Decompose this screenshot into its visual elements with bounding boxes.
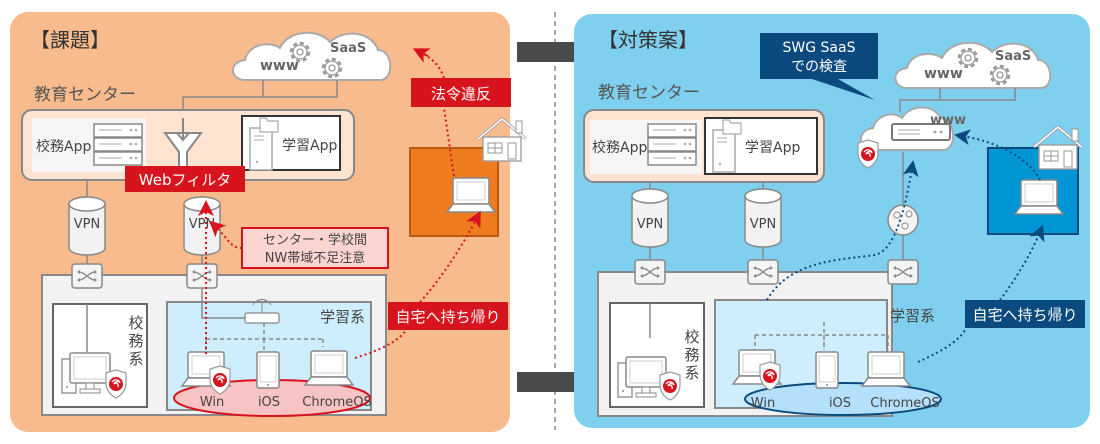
- legal-violation-badge: [411, 78, 511, 107]
- laptop-icon: [861, 351, 911, 387]
- admin-char: 務: [128, 332, 143, 350]
- right-devices-highlight: [744, 382, 942, 416]
- bandwidth-arrow: [209, 220, 243, 249]
- switch-icon: [71, 263, 103, 289]
- tablet-icon: [815, 351, 839, 389]
- swg-www-label: www: [930, 113, 966, 128]
- switch-icon: [747, 259, 779, 285]
- right-admin-app-label: 校務App: [592, 139, 647, 156]
- right-device-win: Win: [751, 396, 775, 411]
- admin-char: 校: [128, 314, 143, 332]
- left-device-win: Win: [200, 395, 224, 410]
- server-icon: [647, 123, 697, 166]
- admin-char: 系: [128, 350, 143, 368]
- switch-icon: [634, 259, 666, 285]
- right-admin-system-label: 校務系: [684, 328, 699, 382]
- left-admin-system-label: 校務系: [128, 314, 143, 368]
- swg-cloud-icon: [859, 106, 954, 151]
- learning-traffic-arrow: [766, 160, 919, 301]
- cloud-www-label: www: [260, 58, 299, 74]
- left-take-home-badge: [388, 302, 508, 330]
- home-to-swg-arrow: [954, 129, 1041, 181]
- internet-cloud-icon: [894, 41, 1052, 89]
- home-laptop-icon: [446, 177, 496, 213]
- right-device-ios: iOS: [829, 396, 851, 411]
- cloud-www-label: www: [924, 66, 963, 82]
- right-take-home-badge: [965, 300, 1085, 328]
- server-icon: [93, 123, 143, 166]
- switch-icon: [887, 259, 919, 285]
- left-learning-app-label: 学習App: [282, 138, 337, 154]
- bandwidth-note-box: [241, 227, 389, 269]
- admin-char: 務: [684, 346, 699, 364]
- switch-icon: [186, 263, 218, 289]
- bandwidth-note-line2: NW帯域不足注意: [265, 250, 366, 266]
- right-center-label: 教育センター: [598, 83, 700, 103]
- tablet-icon: [256, 351, 280, 389]
- transition-arrow-icon: [517, 32, 592, 72]
- swg-callout-line2: での検査: [791, 59, 847, 75]
- wifi-router-icon: [244, 298, 280, 324]
- cloud-saas-label: SaaS: [995, 49, 1031, 64]
- right-learning-system-label: 学習系: [890, 307, 935, 325]
- web-filter-badge: [125, 166, 245, 192]
- take-home-arrow: [917, 232, 1040, 363]
- right-vpn1-label: VPN: [637, 217, 663, 232]
- legal-violation-label: 法令違反: [431, 85, 491, 103]
- swg-callout: [760, 33, 878, 100]
- swg-callout-line1: SWG SaaS: [783, 40, 856, 56]
- left-device-ios: iOS: [258, 395, 280, 410]
- left-vpn2-label: VPN: [189, 217, 215, 232]
- left-admin-app-label: 校務App: [36, 138, 91, 155]
- problem-title: 【課題】: [30, 28, 110, 52]
- right-device-chromeos: ChromeOS: [870, 396, 939, 411]
- left-take-home-label: 自宅へ持ち帰り: [395, 308, 500, 326]
- left-device-chromeos: ChromeOS: [302, 395, 371, 410]
- web-filter-label: Webフィルタ: [139, 171, 231, 189]
- network-hub-icon: [887, 204, 919, 236]
- transition-arrow-icon: [517, 362, 592, 402]
- right-learning-app-label: 学習App: [745, 140, 800, 156]
- admin-char: 系: [684, 364, 699, 382]
- right-vpn2-label: VPN: [750, 217, 776, 232]
- bandwidth-note-line1: センター・学校間: [263, 232, 367, 248]
- left-center-label: 教育センター: [34, 85, 136, 105]
- laptop-icon: [304, 350, 354, 386]
- home-laptop-icon: [1014, 179, 1064, 215]
- solution-title: 【対策案】: [598, 28, 698, 52]
- internet-cloud-icon: [232, 31, 392, 81]
- legal-arrow: [419, 51, 455, 177]
- admin-char: 校: [684, 328, 699, 346]
- left-learning-system-label: 学習系: [320, 308, 365, 326]
- cloud-saas-label: SaaS: [330, 41, 366, 56]
- take-home-arrow: [354, 218, 477, 359]
- right-take-home-label: 自宅へ持ち帰り: [972, 306, 1077, 324]
- left-vpn1-label: VPN: [74, 217, 100, 232]
